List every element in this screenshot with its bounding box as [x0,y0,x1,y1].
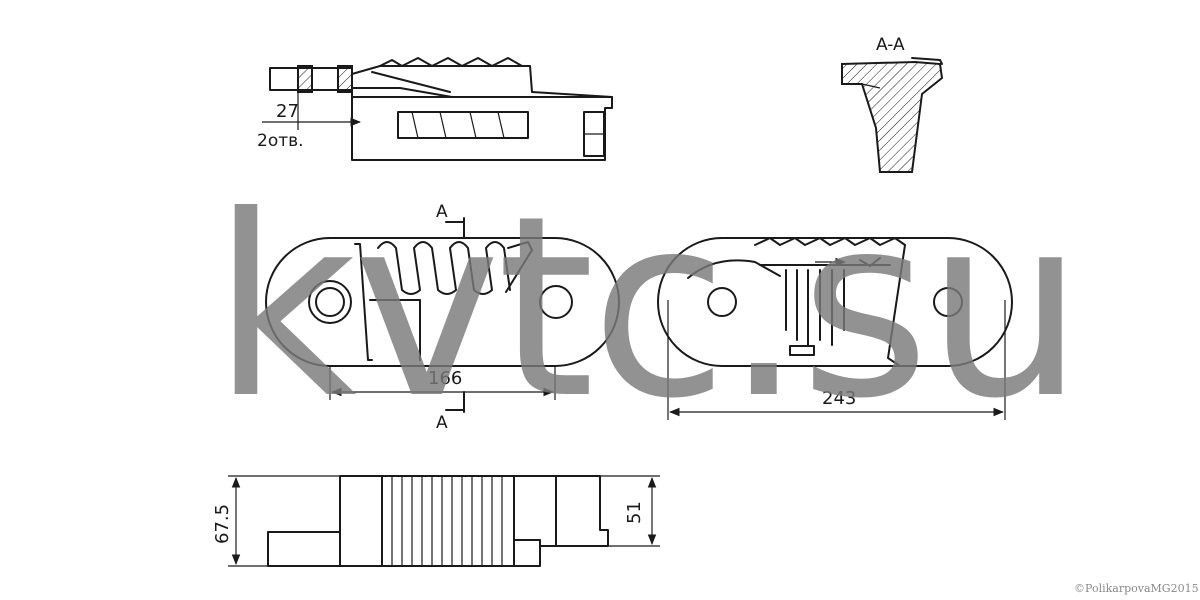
dim-hole-count: 2отв. [257,131,304,151]
copyright-text: ©PolikarpovaMG2015 [1074,582,1199,595]
section-marker-top: A [436,202,448,222]
dim-width-total: 67.5 [212,504,233,544]
section-marker-bottom: A [436,413,448,433]
dim-hole-spacing: 166 [428,368,462,389]
side-elevation-view [262,57,613,161]
front-elevation-view [228,475,660,567]
watermark-text: kvtc.su [212,162,1080,453]
dim-overall-length: 243 [822,388,856,409]
section-a-a-title: A-A [876,35,905,55]
dim-hole-offset: 27 [276,101,299,122]
dim-width-body: 51 [624,501,645,524]
plan-view-right [657,237,1013,420]
section-a-a-view [841,57,944,173]
plan-view-left [265,217,620,413]
